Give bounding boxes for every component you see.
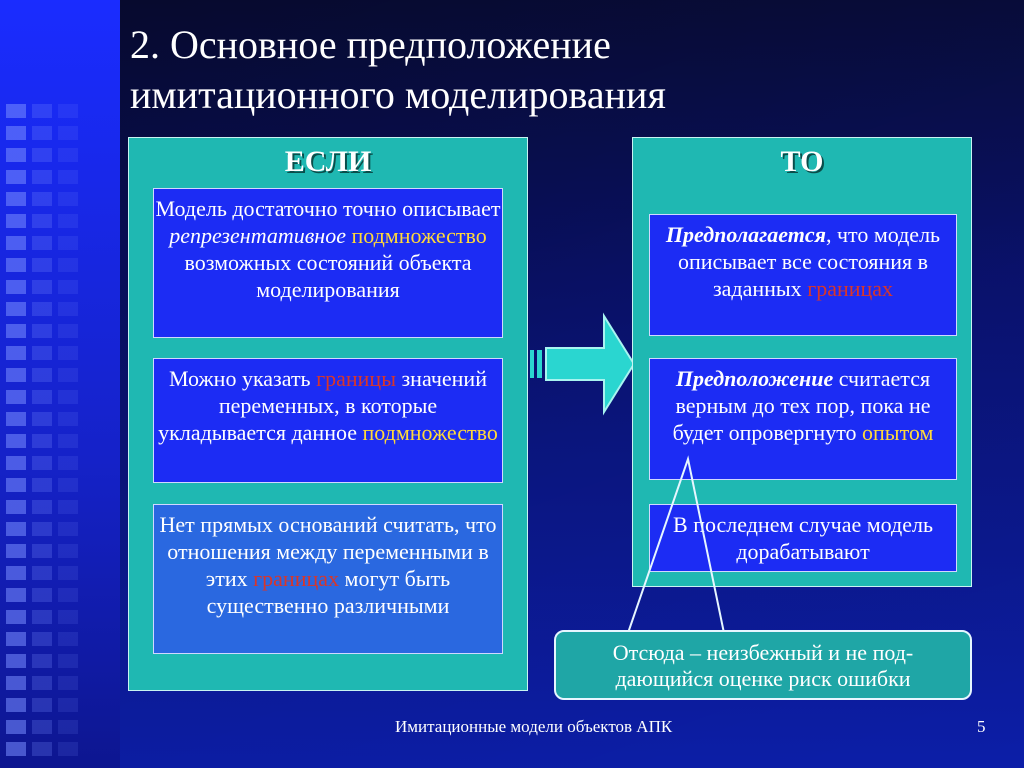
highlight-text: подмножество bbox=[351, 223, 487, 248]
if-header: ЕСЛИ bbox=[284, 145, 372, 178]
highlight-text: границах bbox=[807, 276, 894, 301]
conclusion-callout: Отсюда – неизбежный и не под- дающийся о… bbox=[554, 630, 972, 700]
then-header: ТО bbox=[780, 145, 824, 178]
text-bold-italic: Предположение bbox=[675, 366, 834, 391]
text: значений переменных, в которые укладывае… bbox=[158, 366, 487, 445]
text-bold-italic: Предполагается bbox=[665, 222, 826, 247]
decorative-squares bbox=[32, 104, 52, 764]
text: , что модель описывает все состояния в з… bbox=[677, 222, 941, 301]
highlight-text: границах bbox=[253, 566, 340, 591]
footer-text: Имитационные модели объектов АПК bbox=[395, 717, 673, 736]
right-arrow-icon bbox=[528, 312, 636, 416]
text: возможных состояний объекта моделировани… bbox=[184, 250, 472, 302]
callout-line: Отсюда – неизбежный и не под- bbox=[612, 640, 914, 665]
if-condition-2: Можно указать границы значений переменны… bbox=[153, 358, 503, 483]
title-line: 2. Основное предположение bbox=[130, 22, 611, 67]
highlight-text: подмножество bbox=[362, 420, 498, 445]
decorative-squares bbox=[6, 104, 26, 764]
decorative-squares bbox=[58, 104, 78, 764]
if-panel: ЕСЛИ Модель достаточно точно описывает р… bbox=[128, 137, 528, 691]
text: Нет прямых оснований считать, что отноше… bbox=[159, 512, 497, 591]
highlight-text: границы bbox=[316, 366, 396, 391]
then-consequence-2: Предположение считается верным до тех по… bbox=[649, 358, 957, 480]
highlight-text: опытом bbox=[862, 420, 934, 445]
text: могут быть существенно различными bbox=[206, 566, 451, 618]
then-consequence-3: В последнем случае модель дорабатывают bbox=[649, 504, 957, 572]
title-line: имитационного моделирования bbox=[130, 72, 666, 117]
callout-line: дающийся оценке риск ошибки bbox=[615, 666, 911, 691]
then-panel: ТО Предполагается, что модель описывает … bbox=[632, 137, 972, 587]
text: считается верным до тех пор, пока не буд… bbox=[672, 366, 931, 445]
page-number: 5 bbox=[977, 717, 986, 736]
then-consequence-1: Предполагается, что модель описывает все… bbox=[649, 214, 957, 336]
text: В последнем случае модель дорабатывают bbox=[673, 512, 933, 564]
if-condition-1: Модель достаточно точно описывает репрез… bbox=[153, 188, 503, 338]
if-condition-3: Нет прямых оснований считать, что отноше… bbox=[153, 504, 503, 654]
text: Модель достаточно точно описывает bbox=[155, 196, 501, 221]
slide-title: 2. Основное предположение имитационного … bbox=[130, 20, 990, 120]
text: Можно указать bbox=[169, 366, 317, 391]
callout-pointer bbox=[626, 455, 726, 634]
text-italic: репрезентативное bbox=[169, 223, 346, 248]
